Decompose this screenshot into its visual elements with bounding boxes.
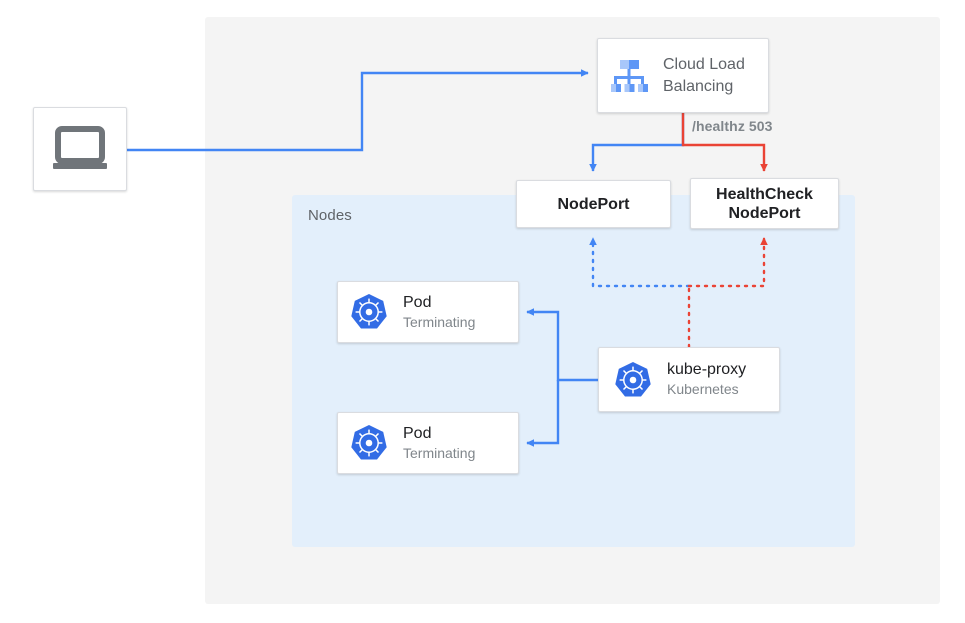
healthcheck-nodeport-card[interactable]: HealthCheck NodePort <box>690 178 839 229</box>
clb-title-line1: Cloud Load <box>663 55 745 73</box>
healthcheck-nodeport-label: HealthCheck NodePort <box>716 185 813 222</box>
pod-status: Terminating <box>403 313 476 330</box>
pod-card[interactable]: Pod Terminating <box>337 412 519 474</box>
cloud-load-balancing-label: Cloud Load Balancing <box>663 54 745 98</box>
clb-title-line2: Balancing <box>663 77 734 95</box>
pod-status: Terminating <box>403 444 476 461</box>
kube-proxy-subtitle: Kubernetes <box>667 381 739 397</box>
kube-proxy-text: kube-proxy Kubernetes <box>667 360 746 399</box>
laptop-icon <box>52 126 108 172</box>
kube-proxy-card[interactable]: kube-proxy Kubernetes <box>598 347 780 412</box>
kubernetes-icon <box>349 292 389 332</box>
kubernetes-icon <box>613 360 653 400</box>
nodes-panel-label: Nodes <box>308 207 352 224</box>
nodeport-card[interactable]: NodePort <box>516 180 671 228</box>
kube-proxy-title: kube-proxy <box>667 361 747 378</box>
kubernetes-icon <box>349 423 389 463</box>
client-card[interactable] <box>33 107 127 191</box>
pod-title: Pod <box>403 424 432 442</box>
cloud-load-balancing-icon <box>607 54 651 98</box>
pod-text: Pod Terminating <box>403 293 475 332</box>
pod-card[interactable]: Pod Terminating <box>337 281 519 343</box>
healthz-status-label: /healthz 503 <box>692 118 773 134</box>
cloud-load-balancing-card[interactable]: Cloud Load Balancing <box>597 38 769 113</box>
nodeport-label: NodePort <box>557 195 630 213</box>
pod-text: Pod Terminating <box>403 424 475 463</box>
pod-title: Pod <box>403 293 432 311</box>
